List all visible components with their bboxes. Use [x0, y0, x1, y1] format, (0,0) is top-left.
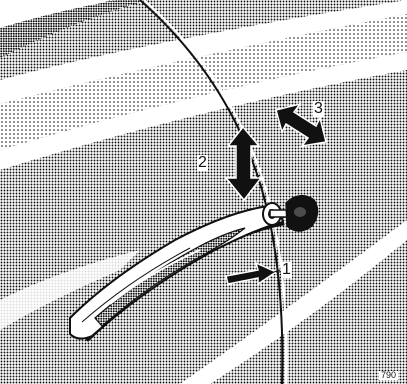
callout-pull-handle: 2 — [197, 155, 208, 171]
callout-lock-key: 3 — [313, 101, 324, 117]
callout-push-button: 1 — [281, 262, 292, 278]
figure-code: 790 — [379, 371, 398, 380]
